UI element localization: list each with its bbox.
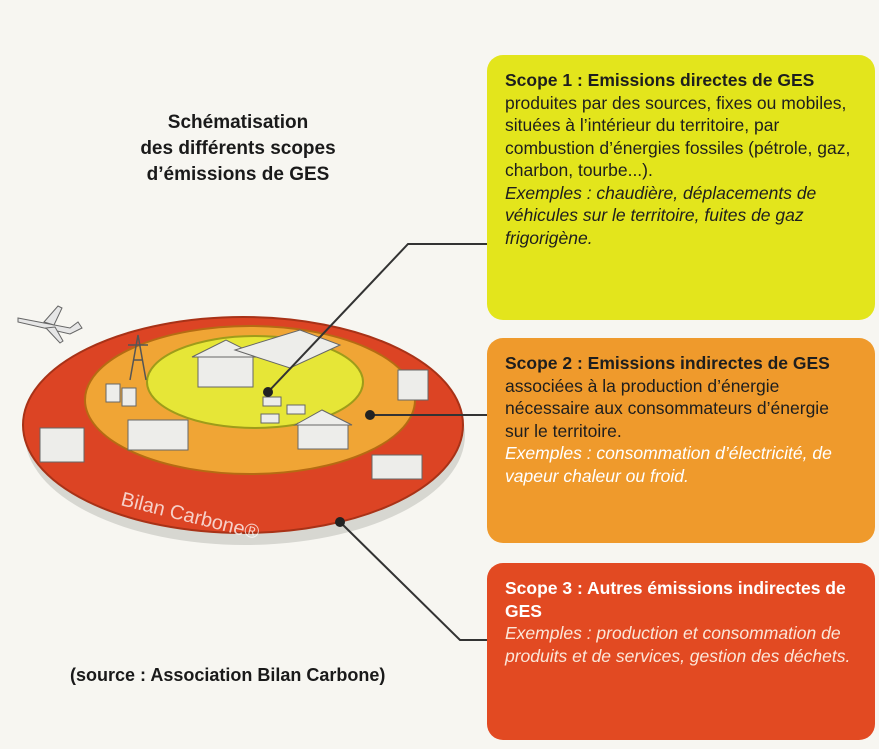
title-line-3: d’émissions de GES [146, 164, 330, 185]
scope3-connector-dot [335, 517, 345, 527]
scope2-connector-dot [365, 410, 375, 420]
scope3-connector-line [339, 521, 487, 641]
source-caption: (source : Association Bilan Carbone) [70, 665, 386, 685]
scope2-body: associées à la production d’énergie néce… [505, 375, 829, 441]
car-2 [286, 404, 306, 415]
truck-left [39, 427, 85, 463]
scope1-connector-line [267, 243, 487, 393]
excavator [371, 454, 423, 480]
town-hall-building [197, 354, 254, 388]
truck-right [397, 369, 429, 401]
scope1-connector-dot [263, 387, 273, 397]
airplane-icon [17, 305, 83, 344]
power-pylon-icon [128, 334, 148, 381]
house-building [297, 422, 349, 450]
tank-2 [121, 387, 137, 407]
scope1-heading: Scope 1 : Emissions directes de GES [505, 70, 815, 90]
scope3-examples: Exemples : production et consommation de… [505, 623, 851, 666]
scope2-examples: Exemples : consommation d’électricité, d… [505, 443, 832, 486]
title-line-2: des différents scopes [140, 138, 336, 159]
scope3-box: Scope 3 : Autres émissions indirectes de… [487, 563, 875, 740]
tank-1 [105, 383, 121, 403]
factory-building [127, 419, 189, 451]
scope1-body: produites par des sources, fixes ou mobi… [505, 92, 851, 181]
scope1-box: Scope 1 : Emissions directes de GES prod… [487, 55, 875, 320]
scope3-heading: Scope 3 : Autres émissions indirectes de… [505, 578, 846, 621]
diagram-title: Schématisation des différents scopes d’é… [118, 110, 358, 188]
scope2-box: Scope 2 : Emissions indirectes de GES as… [487, 338, 875, 543]
scope1-examples: Exemples : chaudière, déplacements de vé… [505, 182, 817, 248]
title-line-1: Schématisation [167, 112, 309, 133]
car-1 [262, 396, 282, 407]
house-roof [293, 409, 353, 426]
scope2-heading: Scope 2 : Emissions indirectes de GES [505, 353, 830, 373]
bridge-structure [233, 329, 342, 369]
car-3 [260, 413, 280, 424]
scene-objects [39, 329, 429, 480]
